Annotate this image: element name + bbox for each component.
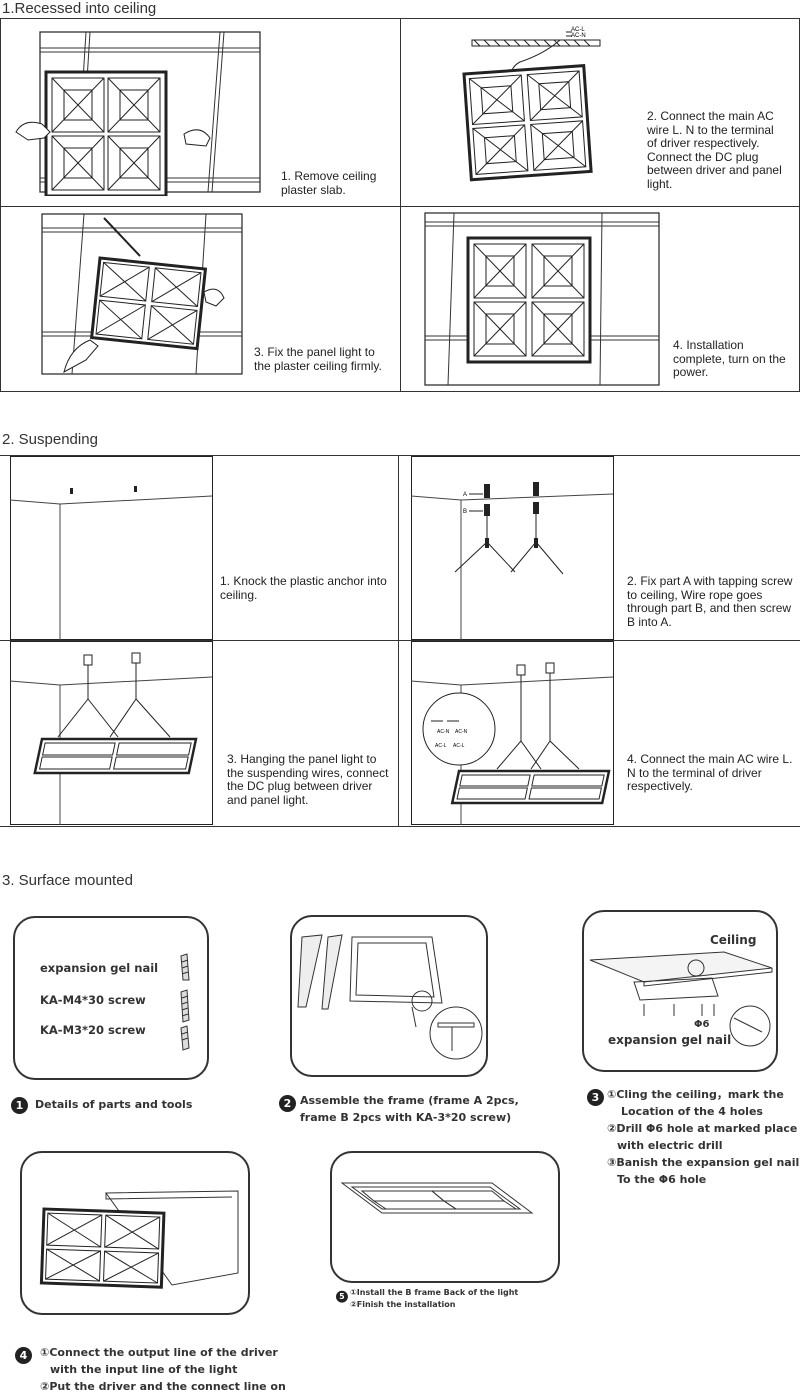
step2-number: 2: [279, 1094, 296, 1112]
finish-box: [330, 1151, 560, 1283]
step3-text: ①Cling the ceiling，mark the Location of …: [607, 1086, 799, 1188]
suspending-step3-illustration: [10, 641, 213, 825]
recessed-step2-illustration: AC-L AC-N: [440, 24, 620, 189]
recessed-step3-illustration: [14, 210, 244, 378]
step5-number: 5: [336, 1290, 348, 1303]
suspending-step2-caption: 2. Fix part A with tapping screw to ceil…: [627, 575, 797, 629]
step5-text: ①Install the B frame Back of the light ②…: [350, 1287, 518, 1311]
step2-text: Assemble the frame (frame A 2pcs, frame …: [300, 1092, 519, 1126]
suspending-step1-illustration: [10, 456, 213, 640]
suspending-step2-illustration: A B: [411, 456, 614, 640]
step1-number: 1: [11, 1096, 28, 1114]
ceiling-box: Ceiling Φ6 expansion gel nail: [582, 910, 778, 1072]
suspending-step1-caption: 1. Knock the plastic anchor into ceiling…: [220, 575, 395, 602]
recessed-step1-caption: 1. Remove ceiling plaster slab.: [281, 170, 391, 197]
terminal-label-2: AC-N: [455, 729, 468, 735]
terminal-label-1: AC-N: [437, 729, 450, 735]
driver-box: [20, 1151, 250, 1315]
recessed-step4-illustration: [424, 212, 660, 386]
part-label-m4-screw: KA-M4*30 screw: [40, 992, 146, 1009]
section-title-recessed: 1.Recessed into ceiling: [2, 0, 156, 17]
suspending-step4-caption: 4. Connect the main AC wire L. N to the …: [627, 753, 797, 794]
section-title-surface: 3. Surface mounted: [2, 872, 133, 889]
wire-label-acn: AC-N: [571, 33, 586, 39]
part-label-a: A: [463, 492, 467, 498]
part-label-gel-nail: expansion gel nail: [40, 960, 158, 977]
step4-text: ①Connect the output line of the driver w…: [40, 1344, 286, 1395]
screws-icon: [175, 952, 195, 1052]
recessed-step2-caption: 2. Connect the main AC wire L. N to the …: [647, 110, 787, 191]
parts-box: expansion gel nail KA-M4*30 screw KA-M3*…: [13, 916, 209, 1080]
step1-text: Details of parts and tools: [35, 1096, 192, 1113]
section-title-suspending: 2. Suspending: [2, 431, 98, 448]
part-label-b: B: [463, 509, 467, 515]
frame-box: [290, 915, 488, 1077]
recessed-step4-caption: 4. Installation complete, turn on the po…: [673, 339, 795, 380]
suspending-step4-illustration: AC-N AC-N AC-L AC-L: [411, 641, 614, 825]
step4-number: 4: [15, 1346, 32, 1364]
part-label-m3-screw: KA-M3*20 screw: [40, 1022, 146, 1039]
terminal-label-3: AC-L: [435, 743, 447, 749]
step3-number: 3: [587, 1088, 604, 1106]
recessed-step1-illustration: [14, 28, 264, 196]
nail-label: expansion gel nail: [608, 1032, 731, 1049]
suspending-step3-caption: 3. Hanging the panel light to the suspen…: [227, 753, 395, 807]
recessed-step3-caption: 3. Fix the panel light to the plaster ce…: [254, 346, 394, 373]
terminal-label-4: AC-L: [453, 743, 465, 749]
hole-size-label: Φ6: [694, 1016, 709, 1033]
